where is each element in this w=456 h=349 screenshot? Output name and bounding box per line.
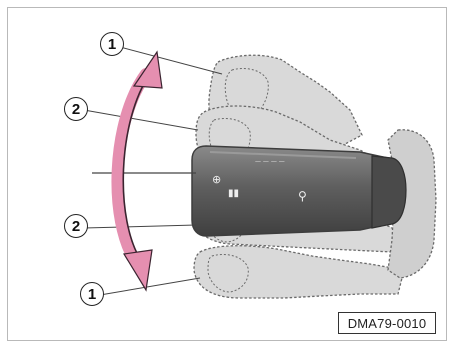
leader-line-upper bbox=[84, 110, 198, 130]
svg-text:⚲: ⚲ bbox=[298, 189, 307, 203]
callout-2-upper: 2 bbox=[64, 97, 88, 121]
svg-text:⊕: ⊕ bbox=[212, 173, 221, 186]
motion-arrow bbox=[117, 52, 162, 290]
callout-1-top: 1 bbox=[100, 32, 124, 56]
callout-1-bottom: 1 bbox=[80, 282, 104, 306]
leader-line-bottom bbox=[100, 278, 200, 295]
leader-line-lower bbox=[84, 225, 196, 228]
svg-text:▮▮: ▮▮ bbox=[228, 188, 239, 199]
leader-line-top bbox=[120, 47, 222, 74]
arrowhead-up-icon bbox=[134, 52, 162, 88]
svg-text:— — — —: — — — — bbox=[255, 158, 285, 165]
reference-code-label: DMA79-0010 bbox=[338, 312, 436, 334]
arrowhead-down-icon bbox=[124, 250, 152, 290]
callout-2-lower: 2 bbox=[64, 214, 88, 238]
wiper-lever: — — — — ⊕ ▮▮ ⚲ bbox=[192, 146, 406, 236]
ghost-lever-bottom bbox=[194, 246, 404, 298]
